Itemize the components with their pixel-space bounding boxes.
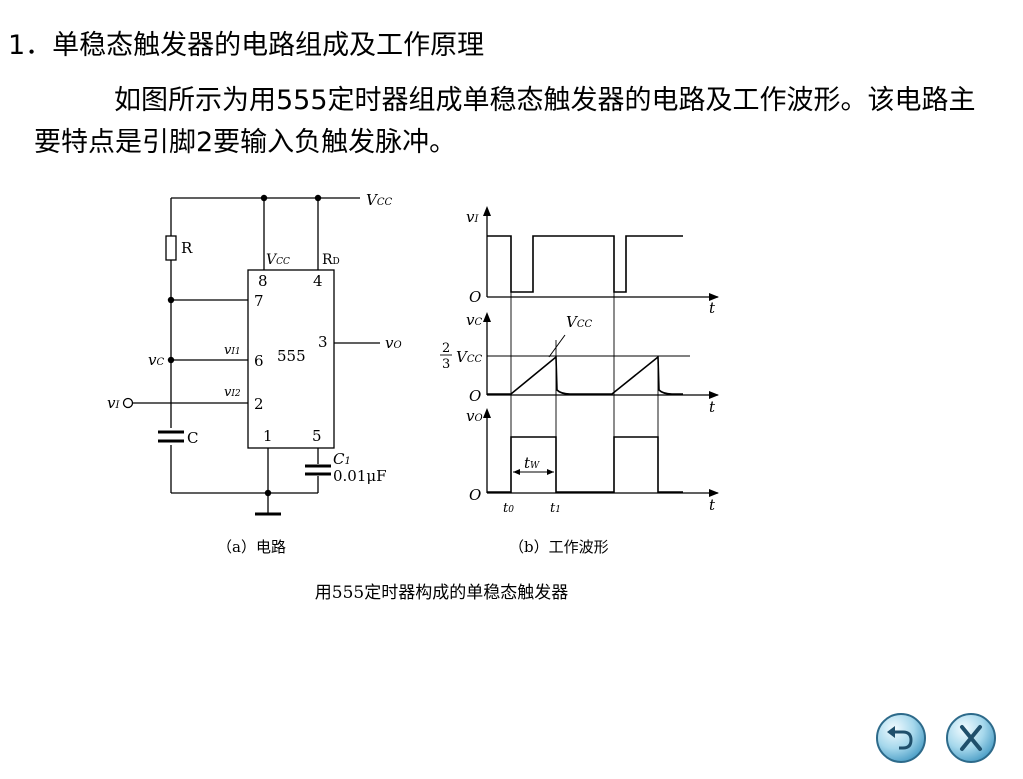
vo-axis-label: vO — [466, 407, 483, 425]
chip-vcc-label: VCC — [266, 252, 290, 268]
resistor-r-symbol — [165, 235, 177, 261]
threshold-label: VCC — [456, 348, 482, 366]
c-label: C — [187, 429, 198, 447]
chip-name: 555 — [277, 347, 306, 365]
pin-3: 3 — [318, 333, 328, 351]
t0-label: t0 — [503, 501, 514, 516]
vc-axis-label: vC — [466, 311, 482, 329]
close-button[interactable] — [946, 713, 996, 763]
vo-waveform — [487, 436, 683, 493]
pin-5: 5 — [312, 427, 322, 445]
t-label-2: t — [709, 398, 716, 416]
fraction-denominator: 3 — [442, 357, 450, 372]
vo-axes — [483, 408, 719, 497]
vi1-label: vI1 — [224, 343, 241, 358]
section-heading: 1．单稳态触发器的电路组成及工作原理 — [8, 30, 485, 61]
pin-2: 2 — [254, 395, 264, 413]
vi-waveform — [487, 235, 683, 293]
caption-a: （a）电路 — [217, 538, 286, 556]
vc-waveform — [487, 355, 683, 395]
c1-value: 0.01μF — [333, 467, 387, 485]
vc-axes — [483, 312, 719, 399]
input-terminal — [122, 397, 134, 409]
vcc-peak-label: VCC — [566, 313, 592, 331]
vo-label: vO — [385, 334, 402, 352]
vi2-label: vI2 — [224, 385, 241, 400]
t-label-3: t — [709, 496, 716, 514]
vi-axes — [483, 206, 719, 301]
pin-4: 4 — [313, 272, 323, 290]
figure-caption: 用555定时器构成的单稳态触发器 — [314, 583, 569, 603]
caption-b: （b）工作波形 — [509, 538, 609, 556]
pin-1: 1 — [263, 427, 273, 445]
pin-7: 7 — [254, 292, 264, 310]
vc-label: vC — [148, 351, 164, 369]
origin-3: O — [469, 486, 481, 504]
ic-555-chip — [247, 269, 335, 449]
pin-6: 6 — [254, 352, 264, 370]
origin-2: O — [469, 387, 481, 405]
rd-label: RD — [322, 252, 340, 268]
back-arrow-icon — [887, 726, 913, 750]
circuit-diagram: VCC R C vC vI vO VCC RD 555 8 4 7 6 3 2 … — [107, 191, 402, 516]
vi-label: vI — [107, 394, 120, 412]
vcc-label: VCC — [366, 191, 392, 209]
t-label-1: t — [709, 299, 716, 317]
intro-paragraph: 如图所示为用555定时器组成单稳态触发器的电路及工作波形。该电路主要特点是引脚2… — [34, 80, 994, 164]
back-button[interactable] — [876, 713, 926, 763]
c1-label: C1 — [333, 450, 351, 468]
t1-label: t1 — [550, 501, 561, 516]
pin-8: 8 — [258, 272, 268, 290]
origin-1: O — [469, 288, 481, 306]
waveform-diagram: vI vC vO O O O t t t VCC VCC tW t0 t1 2 … — [440, 206, 719, 516]
r-label: R — [181, 239, 193, 257]
fraction-numerator: 2 — [442, 341, 450, 356]
paragraph-text: 如图所示为用555定时器组成单稳态触发器的电路及工作波形。该电路主要特点是引脚2… — [34, 85, 976, 158]
vi-axis-label: vI — [466, 208, 479, 226]
tw-label: tW — [524, 454, 540, 472]
close-x-icon — [960, 725, 982, 751]
